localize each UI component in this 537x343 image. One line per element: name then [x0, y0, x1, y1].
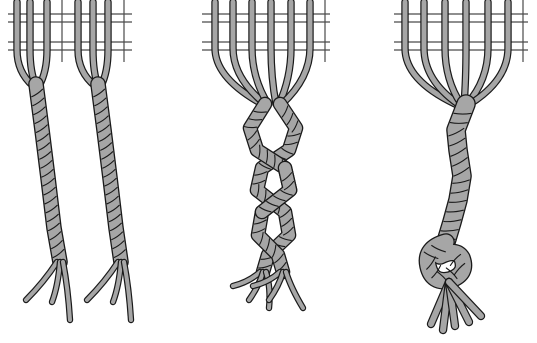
frayed-tail-fill: [286, 272, 303, 308]
fiber-strand-fill: [445, 2, 461, 104]
fiber-strand-fill: [93, 2, 98, 86]
fiber-strand-fill: [464, 2, 466, 104]
fiber-strand-fill: [252, 2, 268, 104]
panel-two-twisted-ropes: [8, 0, 132, 320]
panel-single-knotted-rope: [394, 0, 528, 330]
fiber-strand-fill: [279, 2, 291, 104]
panel-two-ropes-plied: [202, 0, 330, 308]
fiber-strand-fill: [39, 2, 47, 86]
fiber-strand-fill: [271, 2, 276, 104]
